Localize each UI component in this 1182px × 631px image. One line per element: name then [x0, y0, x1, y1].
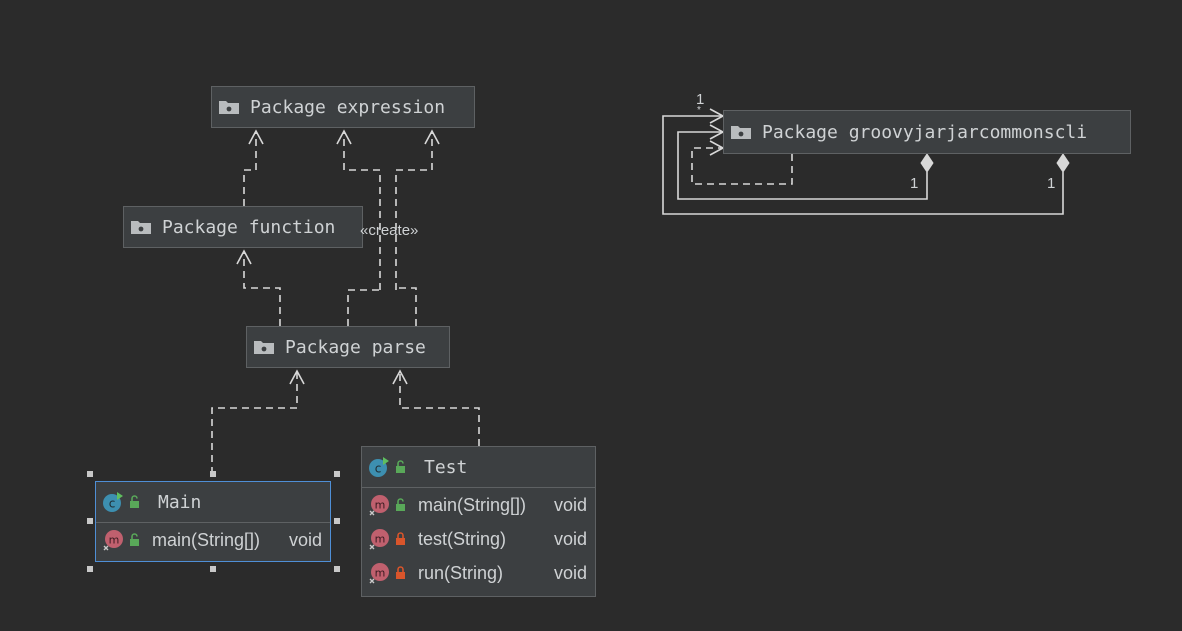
class-test-header[interactable]: c Test: [362, 447, 595, 488]
package-label: Package expression: [250, 96, 446, 118]
method-icon: m: [369, 563, 389, 584]
method-signature: run(String): [418, 562, 504, 583]
class-name: Main: [158, 491, 202, 513]
private-lock-icon: [396, 566, 405, 579]
method-return-type: void: [553, 494, 587, 515]
dependency-parse-to-expression-c[interactable]: [396, 287, 417, 326]
resize-handle-top-left[interactable]: [87, 471, 93, 477]
dependency-function-to-expression[interactable]: [243, 132, 257, 206]
package-expression[interactable]: Package expression: [211, 86, 475, 128]
method-row[interactable]: m test(String) void: [362, 522, 595, 556]
multiplicity-self-star: *: [697, 105, 701, 116]
public-lock-icon: [130, 533, 139, 546]
resize-handle-right[interactable]: [334, 518, 340, 524]
method-row[interactable]: m run(String) void: [362, 556, 595, 590]
runnable-class-icon: c: [103, 492, 123, 512]
package-label: Package groovyjarjarcommonscli: [762, 121, 1088, 143]
method-return-type: void: [288, 529, 322, 550]
arrowhead-parse-function: [236, 249, 252, 265]
multiplicity-composition-inner: 1: [910, 175, 919, 192]
package-folder-icon: [731, 126, 751, 139]
svg-text:m: m: [375, 499, 386, 512]
stereotype-create-label: «create»: [360, 222, 419, 239]
dependency-parse-to-expression-create[interactable]: [395, 132, 433, 290]
svg-text:c: c: [375, 462, 382, 476]
public-lock-icon: [396, 460, 405, 473]
class-main[interactable]: c Main m main(String[]) void: [95, 481, 331, 562]
svg-text:m: m: [375, 567, 386, 580]
multiplicity-self-one: 1: [696, 91, 705, 108]
package-label: Package function: [162, 216, 336, 238]
package-folder-icon: [219, 101, 239, 114]
arrowhead-parse-expression-create: [424, 129, 440, 145]
method-return-type: void: [553, 528, 587, 549]
dependency-parse-to-expression-b[interactable]: [347, 289, 380, 326]
arrowhead-test-parse: [392, 369, 408, 385]
svg-text:c: c: [109, 497, 116, 511]
dependency-test-to-parse[interactable]: [399, 372, 480, 446]
multiplicity-composition-outer: 1: [1047, 175, 1056, 192]
method-row[interactable]: m main(String[]) void: [96, 523, 330, 557]
package-groovyjarjarcommonscli[interactable]: Package groovyjarjarcommonscli: [723, 110, 1131, 154]
resize-handle-left[interactable]: [87, 518, 93, 524]
method-row[interactable]: m main(String[]) void: [362, 488, 595, 522]
dependency-parse-to-expression[interactable]: [343, 132, 381, 290]
composition-diamond-inner: [920, 153, 934, 173]
public-lock-icon: [396, 498, 405, 511]
svg-text:m: m: [109, 534, 120, 547]
class-name: Test: [424, 456, 468, 478]
runnable-class-icon: c: [369, 457, 389, 477]
resize-handle-top-right[interactable]: [334, 471, 340, 477]
package-parse[interactable]: Package parse: [246, 326, 450, 368]
arrowhead-parse-expression: [336, 129, 352, 145]
resize-handle-top[interactable]: [210, 471, 216, 477]
svg-text:m: m: [375, 533, 386, 546]
dependency-parse-to-function[interactable]: [243, 252, 281, 326]
method-icon: m: [369, 529, 389, 550]
class-test[interactable]: c Test m main(String[]) void m test(Stri…: [361, 446, 596, 597]
method-signature: main(String[]): [418, 494, 527, 515]
resize-handle-bottom-left[interactable]: [87, 566, 93, 572]
package-function[interactable]: Package function: [123, 206, 363, 248]
method-signature: main(String[]): [152, 529, 261, 550]
arrowhead-main-parse: [289, 369, 305, 385]
package-label: Package parse: [285, 336, 426, 358]
package-folder-icon: [131, 221, 151, 234]
composition-diamond-outer: [1056, 153, 1070, 173]
private-lock-icon: [396, 532, 405, 545]
arrowhead-function-expression: [248, 129, 264, 145]
method-icon: m: [369, 495, 389, 516]
resize-handle-bottom-right[interactable]: [334, 566, 340, 572]
dependency-main-to-parse[interactable]: [211, 372, 298, 474]
package-folder-icon: [254, 341, 274, 354]
method-return-type: void: [553, 562, 587, 583]
composition-edge-inner[interactable]: [677, 131, 928, 200]
public-lock-icon: [130, 495, 139, 508]
method-icon: m: [103, 530, 123, 551]
method-signature: test(String): [418, 528, 507, 549]
class-main-header[interactable]: c Main: [96, 482, 330, 523]
composition-edge-outer[interactable]: [662, 115, 1064, 215]
resize-handle-bottom[interactable]: [210, 566, 216, 572]
